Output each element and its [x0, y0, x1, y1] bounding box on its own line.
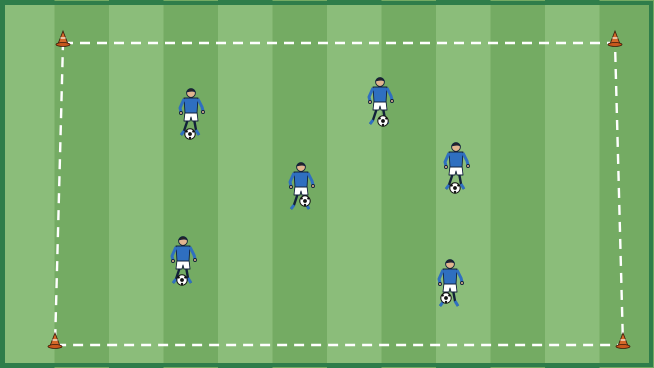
soccer-ball-icon: [378, 116, 388, 126]
soccer-ball-icon: [441, 293, 451, 303]
pitch-stripe: [600, 0, 654, 368]
pitch-stripe: [491, 0, 546, 368]
soccer-ball-icon: [450, 183, 460, 193]
soccer-ball-icon: [177, 275, 187, 285]
pitch-stripe: [382, 0, 437, 368]
soccer-ball-icon: [300, 196, 310, 206]
pitch-stripe: [55, 0, 110, 368]
soccer-ball-icon: [185, 129, 195, 139]
pitch-stripe: [164, 0, 219, 368]
